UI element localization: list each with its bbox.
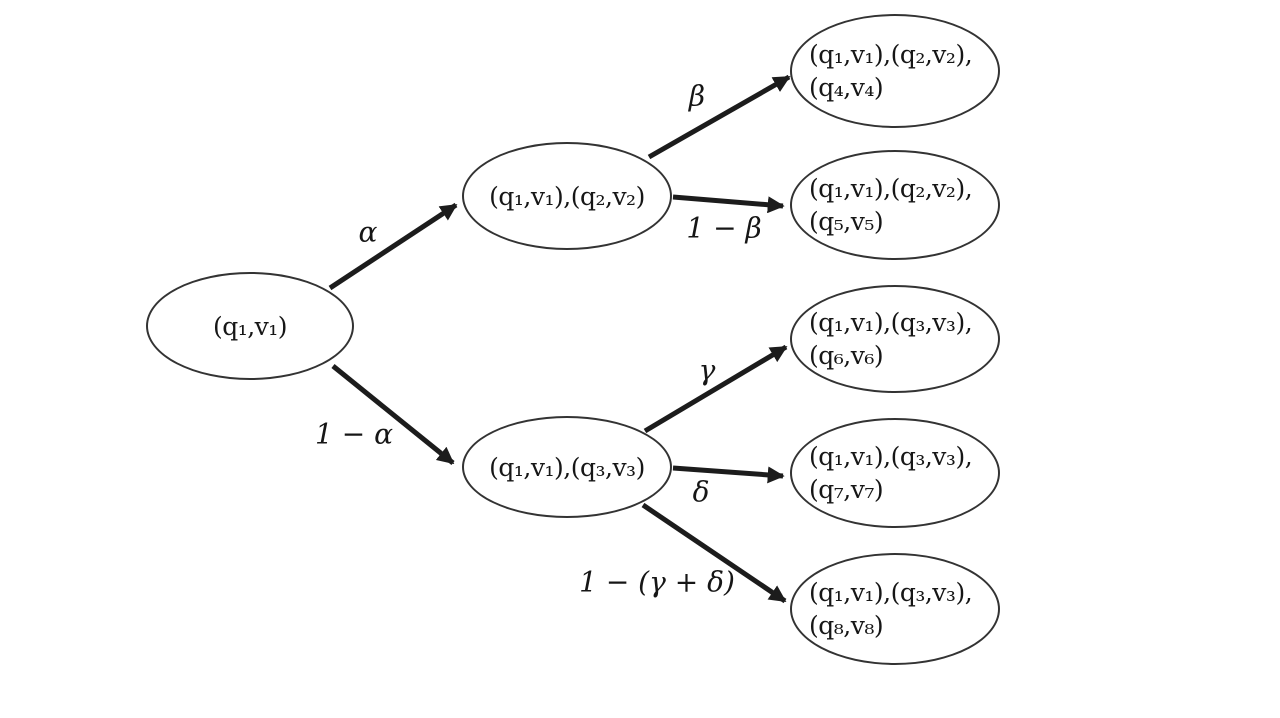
node-q1v1-q3v3-q8v8: (q₁,v₁),(q₃,v₃), (q₈,v₈) — [790, 553, 1000, 665]
edge-label-1-minus-gamma-plus-delta: 1 − (γ + δ) — [579, 565, 735, 599]
node-label-line1: (q₁,v₁),(q₃,v₃), — [809, 578, 973, 607]
node-q1v1-q3v3-q7v7: (q₁,v₁),(q₃,v₃), (q₇,v₇) — [790, 418, 1000, 528]
node-q1v1-q2v2-q4v4: (q₁,v₁),(q₂,v₂), (q₄,v₄) — [790, 14, 1000, 128]
node-label-line1: (q₁,v₁),(q₂,v₂), — [809, 174, 973, 203]
node-q1v1-q2v2-q5v5: (q₁,v₁),(q₂,v₂), (q₅,v₅) — [790, 150, 1000, 260]
node-label: (q₁,v₁) — [212, 311, 288, 341]
node-label-line2: (q₆,v₆) — [809, 341, 884, 370]
arrow-1-minus-alpha — [331, 364, 455, 465]
arrow-1-minus-gamma-plus-delta — [641, 502, 787, 604]
edge-label-1-minus-beta: 1 − β — [686, 211, 762, 245]
node-label-line2: (q₇,v₇) — [809, 475, 884, 504]
node-label-line1: (q₁,v₁),(q₂,v₂), — [809, 40, 973, 69]
node-q1v1-q2v2: (q₁,v₁),(q₂,v₂) — [462, 142, 672, 250]
arrow-gamma — [643, 344, 788, 434]
node-label-line2: (q₄,v₄) — [809, 73, 884, 102]
arrow-alpha — [328, 202, 458, 291]
arrow-delta — [672, 465, 785, 484]
node-q1v1-q3v3-q6v6: (q₁,v₁),(q₃,v₃), (q₆,v₆) — [790, 285, 1000, 393]
edge-label-delta: δ — [692, 475, 710, 509]
edge-label-gamma: γ — [698, 353, 716, 387]
node-label-line2: (q₅,v₅) — [809, 207, 884, 236]
edge-label-beta: β — [688, 79, 706, 113]
edge-label-1-minus-alpha: 1 − α — [315, 417, 393, 451]
node-label: (q₁,v₁),(q₃,v₃) — [489, 452, 645, 482]
node-label-line2: (q₈,v₈) — [809, 611, 884, 640]
edge-label-alpha: α — [358, 215, 378, 249]
arrow-beta — [647, 74, 791, 160]
node-label: (q₁,v₁),(q₂,v₂) — [489, 181, 645, 211]
node-q1v1: (q₁,v₁) — [146, 272, 354, 380]
node-label-line1: (q₁,v₁),(q₃,v₃), — [809, 308, 973, 337]
node-q1v1-q3v3: (q₁,v₁),(q₃,v₃) — [462, 416, 672, 518]
node-label-line1: (q₁,v₁),(q₃,v₃), — [809, 442, 973, 471]
arrow-1-minus-beta — [672, 194, 785, 214]
